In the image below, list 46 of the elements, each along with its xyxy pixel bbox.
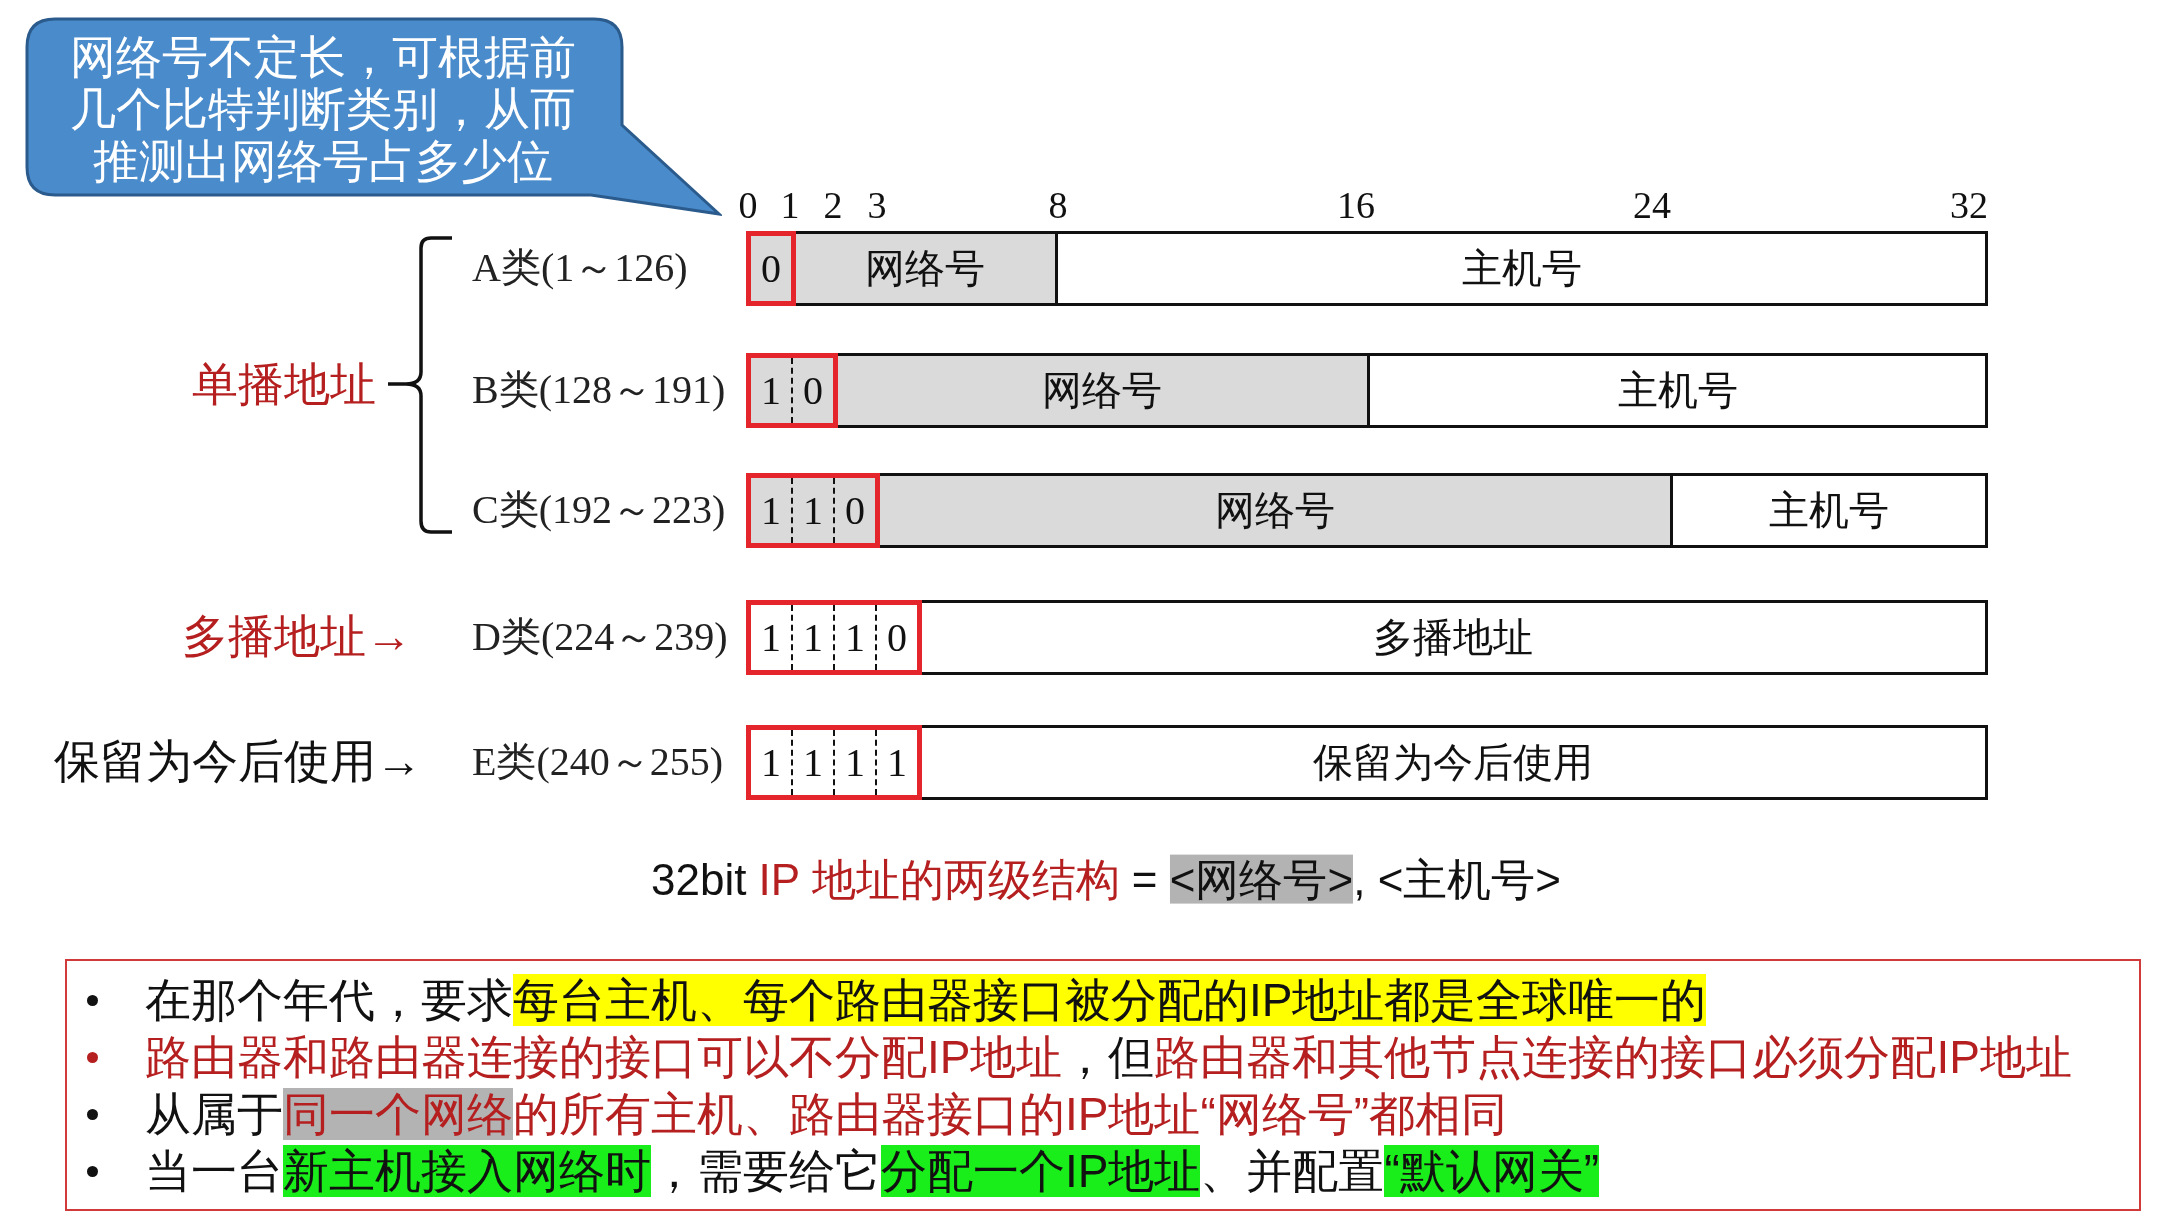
bit-value: 1 xyxy=(875,730,917,795)
bit-value: 0 xyxy=(760,245,782,293)
note-box xyxy=(65,959,2141,1211)
bit-position: 8 xyxy=(1048,183,1068,229)
callout-text: 网络号不定长，可根据前几个比特判断类别，从而推测出网络号占多少位 xyxy=(69,32,577,188)
bit-value: 1 xyxy=(760,487,782,535)
address-segment: 主机号 xyxy=(1055,231,1988,306)
bit-position: 3 xyxy=(867,183,887,229)
prefix-frame xyxy=(746,231,796,306)
bit-value: 0 xyxy=(791,358,833,423)
prefix-frame xyxy=(746,725,922,800)
bit-value: 1 xyxy=(833,605,875,670)
prefix-frame xyxy=(746,473,880,548)
bit-position: 32 xyxy=(1950,183,1988,229)
bullet-text: 路由器和路由器连接的接口可以不分配IP地址，但路由器和其他节点连接的接口必须分配IP地址 xyxy=(145,1030,2072,1085)
class-label: E类(240～255) xyxy=(472,738,724,786)
bit-value: 1 xyxy=(791,605,833,670)
class-label: D类(224～239) xyxy=(472,613,728,661)
bit-value: 1 xyxy=(791,730,833,795)
bit-value: 0 xyxy=(833,478,875,543)
category-label: 多播地址→ xyxy=(182,609,412,665)
bit-position: 0 xyxy=(738,183,758,229)
bit-position: 16 xyxy=(1337,183,1375,229)
bit-value: 1 xyxy=(760,739,782,787)
bit-position: 2 xyxy=(823,183,843,229)
bit-value: 1 xyxy=(791,478,833,543)
category-label: 单播地址 xyxy=(192,357,376,413)
class-label: B类(128～191) xyxy=(472,366,726,414)
bit-value: 1 xyxy=(760,614,782,662)
class-label: A类(1～126) xyxy=(472,244,688,292)
bullet-text: 当一台新主机接入网络时，需要给它分配一个IP地址、并配置“默认网关” xyxy=(145,1144,1600,1199)
class-label: C类(192～223) xyxy=(472,486,726,534)
formula-text: 32bit IP 地址的两级结构 = <网络号>, <主机号> xyxy=(651,853,1561,906)
address-segment: 主机号 xyxy=(1670,473,1988,548)
prefix-frame xyxy=(746,600,922,675)
bit-value: 1 xyxy=(833,730,875,795)
category-label: 保留为今后使用→ xyxy=(54,734,422,790)
speech-bubble xyxy=(25,17,722,217)
prefix-frame xyxy=(746,353,838,428)
bit-value: 1 xyxy=(760,367,782,415)
bit-position: 24 xyxy=(1633,183,1671,229)
bit-value: 0 xyxy=(875,605,917,670)
address-segment: 主机号 xyxy=(1367,353,1988,428)
bit-position: 1 xyxy=(780,183,800,229)
bullet-text: 从属于同一个网络的所有主机、路由器接口的IP地址“网络号”都相同 xyxy=(145,1087,1508,1142)
bullet-text: 在那个年代，要求每台主机、每个路由器接口被分配的IP地址都是全球唯一的 xyxy=(145,973,1707,1028)
